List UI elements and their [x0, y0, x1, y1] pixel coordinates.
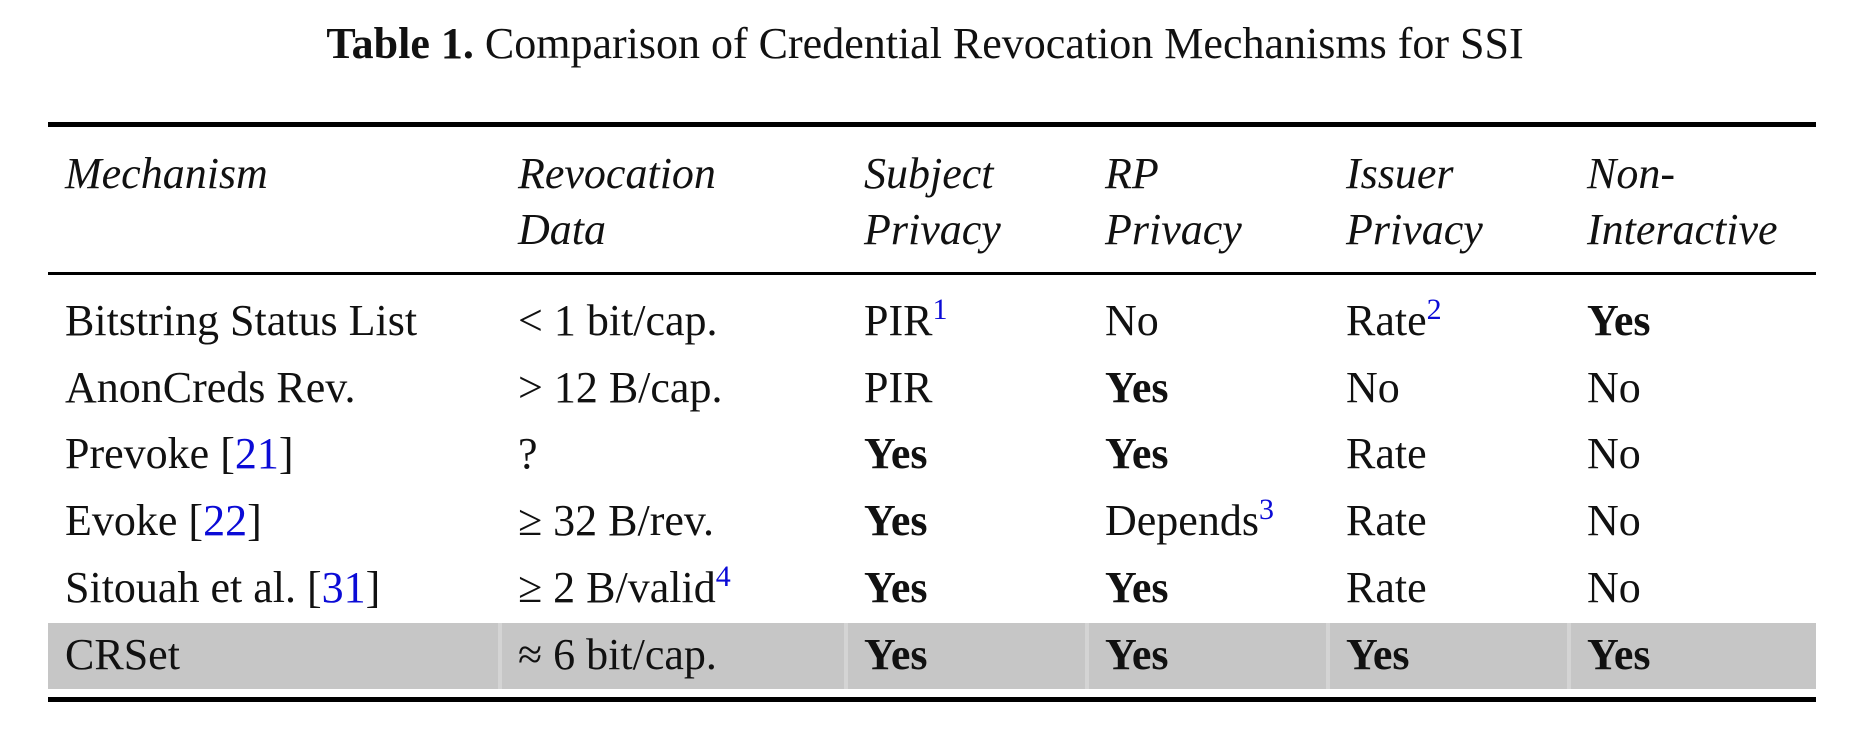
rp-privacy-cell: Yes [1105, 560, 1169, 616]
header-non-interactive: Non- Interactive [1587, 149, 1778, 254]
revocation-data-cell-text: > 12 B/cap. [518, 363, 723, 412]
non-interactive-cell-text: No [1587, 363, 1641, 412]
rp-privacy-cell: No [1105, 293, 1159, 349]
non-interactive-cell-text: Yes [1587, 296, 1651, 345]
revocation-data-cell: ≥ 2 B/valid4 [518, 560, 731, 621]
subject-privacy-cell: PIR [864, 360, 932, 416]
mechanism-cell: AnonCreds Rev. [65, 360, 355, 416]
rp-privacy-cell: Yes [1105, 627, 1169, 683]
non-interactive-cell: Yes [1587, 627, 1651, 683]
mechanism-cell: Sitouah et al. [31] [65, 563, 381, 612]
subject-privacy-cell-text: Yes [864, 496, 928, 545]
issuer-privacy-cell-text: No [1346, 363, 1400, 412]
caption-text: Comparison of Credential Revocation Mech… [484, 19, 1524, 68]
rp-privacy-cell-text: Depends [1105, 496, 1259, 545]
revocation-data-cell: ≈ 6 bit/cap. [518, 627, 717, 683]
revocation-data-cell-text: ≥ 2 B/valid [518, 563, 716, 612]
header-mechanism: Mechanism [65, 149, 268, 198]
revocation-data-cell: < 1 bit/cap. [518, 293, 718, 349]
subject-privacy-cell: Yes [864, 627, 928, 683]
footnote-marker[interactable]: 3 [1258, 493, 1274, 526]
mechanism-cell-text: Prevoke [65, 429, 221, 478]
rp-privacy-cell: Yes [1105, 426, 1169, 482]
rp-privacy-cell: Depends3 [1105, 493, 1274, 554]
mechanism-cell-text: Bitstring Status List [65, 296, 418, 345]
rp-privacy-cell-text: Yes [1105, 563, 1169, 612]
rp-privacy-cell-text: Yes [1105, 630, 1169, 679]
non-interactive-cell: No [1587, 493, 1641, 549]
non-interactive-cell: No [1587, 360, 1641, 416]
issuer-privacy-cell: Rate [1346, 426, 1427, 482]
top-rule [48, 122, 1816, 127]
non-interactive-cell-text: No [1587, 496, 1641, 545]
revocation-data-cell-text: < 1 bit/cap. [518, 296, 718, 345]
mechanism-cell: Evoke [22] [65, 496, 262, 545]
mechanism-cell: CRSet [65, 627, 180, 683]
subject-privacy-cell: Yes [864, 560, 928, 616]
citation-link[interactable]: 31 [321, 563, 366, 612]
issuer-privacy-cell-text: Yes [1346, 630, 1410, 679]
header-rule [48, 272, 1816, 275]
non-interactive-cell: No [1587, 560, 1641, 616]
header-revocation-data: Revocation Data [518, 149, 716, 254]
revocation-data-cell-text: ? [518, 429, 538, 478]
rp-privacy-cell-text: Yes [1105, 363, 1169, 412]
subject-privacy-cell-text: Yes [864, 563, 928, 612]
highlighted-row-background [48, 623, 1816, 689]
subject-privacy-cell-text: Yes [864, 429, 928, 478]
mechanism-cell: Prevoke [21] [65, 429, 294, 478]
mechanism-cell-text: Evoke [65, 496, 189, 545]
non-interactive-cell-text: Yes [1587, 630, 1651, 679]
issuer-privacy-cell: Rate2 [1346, 293, 1442, 354]
non-interactive-cell: No [1587, 426, 1641, 482]
issuer-privacy-cell-text: Rate [1346, 429, 1427, 478]
issuer-privacy-cell: Yes [1346, 627, 1410, 683]
footnote-marker[interactable]: 4 [715, 560, 731, 593]
subject-privacy-cell-text: Yes [864, 630, 928, 679]
table-caption: Table 1. Comparison of Credential Revoca… [0, 14, 1850, 74]
citation-link[interactable]: 21 [234, 429, 279, 478]
mechanism-cell-text: CRSet [65, 630, 180, 679]
footnote-marker[interactable]: 1 [932, 293, 948, 326]
footnote-marker[interactable]: 2 [1426, 293, 1442, 326]
issuer-privacy-cell: Rate [1346, 560, 1427, 616]
header-rp-privacy: RP Privacy [1105, 149, 1242, 254]
revocation-data-cell-text: ≈ 6 bit/cap. [518, 630, 717, 679]
subject-privacy-cell: PIR1 [864, 293, 947, 354]
revocation-data-cell: ≥ 32 B/rev. [518, 493, 714, 549]
issuer-privacy-cell-text: Rate [1346, 563, 1427, 612]
citation-link[interactable]: 22 [203, 496, 248, 545]
issuer-privacy-cell: Rate [1346, 493, 1427, 549]
mechanism-cell-text: Sitouah et al. [65, 563, 307, 612]
subject-privacy-cell-text: PIR [864, 296, 933, 345]
revocation-data-cell: ? [518, 426, 538, 482]
subject-privacy-cell: Yes [864, 493, 928, 549]
rp-privacy-cell-text: No [1105, 296, 1159, 345]
rp-privacy-cell: Yes [1105, 360, 1169, 416]
non-interactive-cell: Yes [1587, 293, 1651, 349]
caption-label: Table 1. [326, 19, 474, 68]
revocation-data-cell: > 12 B/cap. [518, 360, 722, 416]
bottom-rule [48, 697, 1816, 702]
subject-privacy-cell-text: PIR [864, 363, 933, 412]
issuer-privacy-cell-text: Rate [1346, 496, 1427, 545]
non-interactive-cell-text: No [1587, 429, 1641, 478]
subject-privacy-cell: Yes [864, 426, 928, 482]
mechanism-cell-text: AnonCreds Rev. [65, 363, 356, 412]
non-interactive-cell-text: No [1587, 563, 1641, 612]
revocation-data-cell-text: ≥ 32 B/rev. [518, 496, 715, 545]
issuer-privacy-cell-text: Rate [1346, 296, 1427, 345]
rp-privacy-cell-text: Yes [1105, 429, 1169, 478]
issuer-privacy-cell: No [1346, 360, 1400, 416]
mechanism-cell: Bitstring Status List [65, 293, 417, 349]
header-subject-privacy: Subject Privacy [864, 149, 1001, 254]
header-issuer-privacy: Issuer Privacy [1346, 149, 1483, 254]
